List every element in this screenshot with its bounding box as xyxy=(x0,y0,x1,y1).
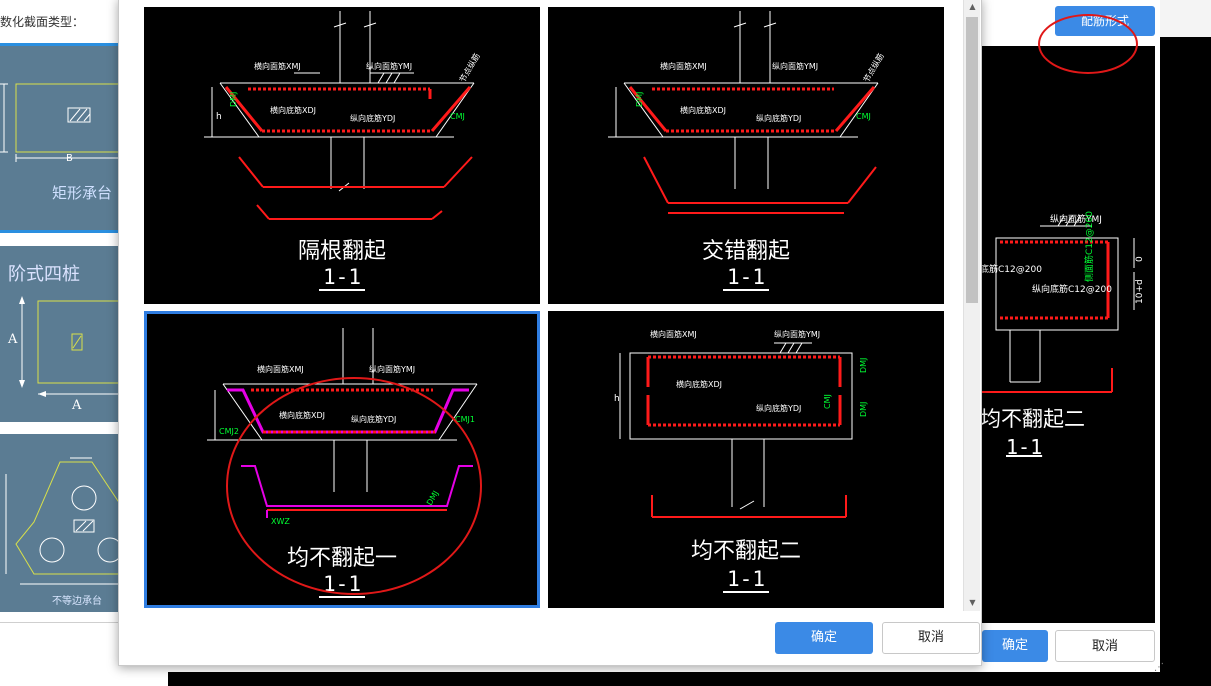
option-staggered-bent[interactable]: 横向面筋XMJ 纵向面筋YMJ 横向底筋XDJ 纵向底筋YDJ CMJ DMJ … xyxy=(548,7,944,304)
label-long-top: 纵向面筋YMJ xyxy=(772,61,818,71)
annotation-circle-selected-option xyxy=(226,377,482,595)
label-long-top: 纵向面筋YMJ xyxy=(366,61,412,71)
label-dmj: DMJ xyxy=(635,92,644,107)
scroll-down-icon[interactable]: ▼ xyxy=(969,598,976,607)
stepped-cap-drawing xyxy=(19,296,120,397)
label-horiz-bottom: 横向底筋XDJ xyxy=(270,105,316,115)
label-dmj: DMJ xyxy=(229,92,238,107)
staggered-bent-drawing: 横向面筋XMJ 纵向面筋YMJ 横向底筋XDJ 纵向底筋YDJ CMJ DMJ … xyxy=(608,11,886,214)
background-preview-drawing: 纵向面筋YMJ 底筋C12@200 纵向底筋C12@200 侧面筋C12@200… xyxy=(980,211,1145,459)
option-alternate-bent[interactable]: 横向面筋XMJ 纵向面筋YMJ 横向底筋XDJ 纵向底筋YDJ CMJ DMJ … xyxy=(144,7,540,304)
cancel-button[interactable]: 取消 xyxy=(882,622,980,654)
label-cmj: CMJ xyxy=(856,112,871,121)
label-cmj1: CMJ1 xyxy=(455,415,475,424)
bg-preview-caption: 均不翻起二 xyxy=(980,407,1085,431)
thumb-rect-cap[interactable]: B 矩形承台 xyxy=(0,43,120,233)
background-canvas-edge xyxy=(1160,37,1211,686)
bg-preview-section: 1-1 xyxy=(1006,435,1042,459)
bg-dim-label-a: 0 xyxy=(1135,256,1145,262)
label-horiz-bottom: 横向底筋XDJ xyxy=(680,105,726,115)
dimension-a-bottom: A xyxy=(72,398,82,413)
bg-top-rebar-label: 纵向面筋YMJ xyxy=(1050,213,1102,225)
option-title: 交错翻起 xyxy=(701,239,790,264)
scroll-up-icon[interactable]: ▲ xyxy=(969,2,976,11)
background-bottom-canvas xyxy=(168,672,1168,686)
option-section-label: 1-1 xyxy=(723,265,769,291)
label-cmj2: CMJ2 xyxy=(219,427,239,436)
label-long-bottom: 纵向底筋YDJ xyxy=(756,403,801,413)
background-ok-button[interactable]: 确定 xyxy=(982,630,1048,662)
label-dmj: DMJ xyxy=(859,358,868,373)
label-horiz-top: 横向面筋XMJ xyxy=(257,364,304,374)
dimension-b-label: B xyxy=(66,153,73,164)
background-toolbar xyxy=(1160,0,1211,37)
ok-button[interactable]: 确定 xyxy=(775,622,873,654)
dimension-a-side: A xyxy=(8,332,18,347)
annotation-circle-rebar-button xyxy=(1038,14,1138,74)
none-bent-two-drawing: 横向面筋XMJ 纵向面筋YMJ 横向底筋XDJ 纵向底筋YDJ CMJ DMJ … xyxy=(614,329,868,518)
rebar-form-popup: 横向面筋XMJ 纵向面筋YMJ 横向底筋XDJ 纵向底筋YDJ CMJ DMJ … xyxy=(118,0,982,666)
rect-cap-drawing xyxy=(0,83,120,162)
label-horiz-bottom: 横向底筋XDJ xyxy=(676,379,722,389)
alternate-bent-drawing: 横向面筋XMJ 纵向面筋YMJ 横向底筋XDJ 纵向底筋YDJ CMJ DMJ … xyxy=(204,11,482,220)
scroll-thumb[interactable] xyxy=(966,17,978,303)
resize-grip-icon[interactable]: ⋰ xyxy=(1154,662,1164,673)
unequal-cap-drawing xyxy=(5,457,120,585)
option-title: 隔根翻起 xyxy=(297,239,386,264)
thumb-unequal-cap[interactable]: 不等边承台 xyxy=(0,434,120,612)
stepped-cap-title: 阶式四桩 xyxy=(8,264,80,285)
label-long-bottom: 纵向底筋YDJ xyxy=(756,113,801,123)
popup-scrollbar[interactable]: ▲ ▼ xyxy=(963,0,980,611)
label-long-top: 纵向面筋YMJ xyxy=(774,329,820,339)
label-horiz-top: 横向面筋XMJ xyxy=(660,61,707,71)
option-section-label: 1-1 xyxy=(319,265,365,291)
bg-side-rebar-label: 侧面筋C12@200 xyxy=(1083,211,1095,282)
option-section-label: 1-1 xyxy=(723,567,769,593)
thumb-stepped-four-pile[interactable]: 阶式四桩 A A xyxy=(0,246,120,422)
label-long-bottom: 纵向底筋YDJ xyxy=(350,113,395,123)
label-cmj: CMJ xyxy=(823,394,832,409)
label-horiz-top: 横向面筋XMJ xyxy=(650,329,697,339)
bg-bottom-rebar-label-b: 纵向底筋C12@200 xyxy=(1032,283,1112,295)
label-long-top: 纵向面筋YMJ xyxy=(369,364,415,374)
label-cmj: CMJ xyxy=(450,112,465,121)
bg-dim-label-b: 10+d xyxy=(1135,279,1145,304)
rebar-form-grid: 横向面筋XMJ 纵向面筋YMJ 横向底筋XDJ 纵向底筋YDJ CMJ DMJ … xyxy=(127,0,967,611)
option-title: 均不翻起二 xyxy=(690,539,801,564)
option-none-bent-two[interactable]: 横向面筋XMJ 纵向面筋YMJ 横向底筋XDJ 纵向底筋YDJ CMJ DMJ … xyxy=(548,311,944,608)
background-cancel-button[interactable]: 取消 xyxy=(1055,630,1155,662)
label-h: h xyxy=(614,394,620,404)
label-dmj-lower: DMJ xyxy=(859,402,868,417)
label-horiz-top: 横向面筋XMJ xyxy=(254,61,301,71)
rect-cap-caption: 矩形承台 xyxy=(52,184,113,202)
bg-bottom-rebar-label-a: 底筋C12@200 xyxy=(980,263,1042,275)
background-preview-canvas: 纵向面筋YMJ 底筋C12@200 纵向底筋C12@200 侧面筋C12@200… xyxy=(980,46,1155,623)
label-edge-rebar: 节点纵筋 xyxy=(457,51,482,84)
unequal-cap-caption: 不等边承台 xyxy=(52,596,102,607)
section-type-label: 数化截面类型： xyxy=(0,15,85,29)
label-h: h xyxy=(216,112,222,122)
label-edge-rebar: 节点纵筋 xyxy=(861,51,886,84)
